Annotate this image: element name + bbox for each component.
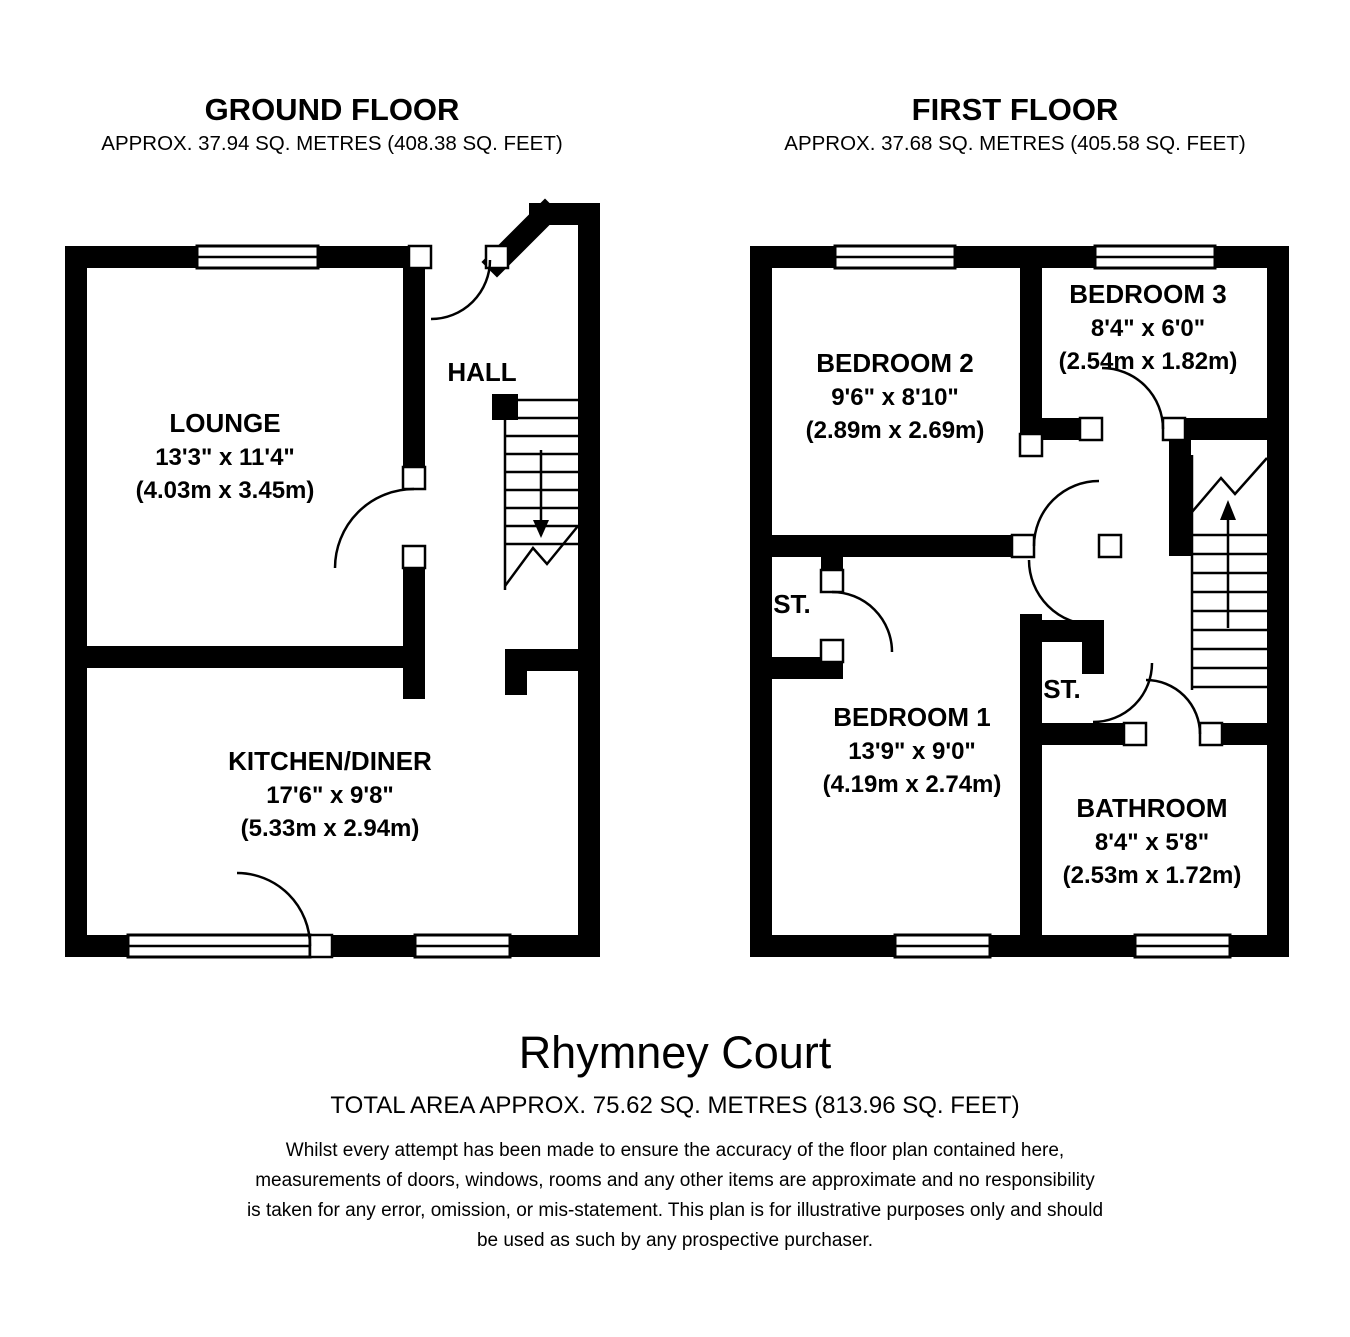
bedroom2-dim-metric: (2.89m x 2.69m) — [806, 417, 985, 444]
bedroom3-dim-imperial: 8'4" x 6'0" — [1091, 315, 1205, 342]
total-area-text: TOTAL AREA APPROX. 75.62 SQ. METRES (813… — [330, 1092, 1019, 1119]
stairs-up-arrow-icon — [1220, 500, 1236, 520]
bedroom1-door-arc — [1027, 559, 1095, 627]
first-floor-windows — [833, 244, 1232, 959]
ground-floor-stairs — [492, 394, 579, 590]
kitchen-door-arc — [236, 871, 312, 947]
lounge-door-jamb-top — [401, 465, 427, 491]
storage1-door-arc — [831, 590, 894, 653]
storage1-door-jamb-bottom — [819, 638, 845, 664]
bedroom1-dim-metric: (4.19m x 2.74m) — [823, 771, 1002, 798]
bathroom-dim-imperial: 8'4" x 5'8" — [1095, 829, 1209, 856]
bathroom-door-jamb-left — [1122, 721, 1148, 747]
stairs-break-line — [503, 525, 579, 587]
divider-wall-jamb — [1018, 432, 1044, 458]
bedroom3-label: BEDROOM 3 — [1069, 279, 1226, 309]
bathroom-door-jamb-right — [1198, 721, 1224, 747]
bathroom-dim-metric: (2.53m x 1.72m) — [1063, 862, 1242, 889]
stairs-treads — [1192, 533, 1267, 689]
bedroom1-door-jamb — [1097, 533, 1123, 559]
ground-floor-walls — [65, 198, 600, 957]
bedroom3-door-arc — [1101, 366, 1165, 430]
bedroom2-dim-imperial: 9'6" x 8'10" — [831, 384, 959, 411]
storage2-door-arc — [1092, 662, 1154, 724]
bedroom2-door-arc — [1032, 479, 1100, 547]
disclaimer-line-1: Whilst every attempt has been made to en… — [286, 1140, 1064, 1161]
first-floor-stairs — [1190, 455, 1268, 690]
lounge-dim-metric: (4.03m x 3.45m) — [136, 477, 315, 504]
first-floor-area: APPROX. 37.68 SQ. METRES (405.58 SQ. FEE… — [784, 132, 1245, 155]
bedroom1-dim-imperial: 13'9" x 9'0" — [848, 738, 976, 765]
bedroom3-door-jamb-left — [1078, 416, 1104, 442]
kitchen-door-jamb — [308, 933, 334, 959]
first-floor-door-jambs — [819, 416, 1224, 747]
footer: Rhymney Court TOTAL AREA APPROX. 75.62 S… — [247, 1027, 1103, 1251]
disclaimer-line-4: be used as such by any prospective purch… — [477, 1230, 873, 1251]
front-door-jamb-right — [484, 244, 510, 270]
storage1-label: ST. — [773, 589, 811, 619]
ground-floor-doors — [236, 259, 492, 947]
bedroom3-dim-metric: (2.54m x 1.82m) — [1059, 348, 1238, 375]
hall-label: HALL — [447, 357, 516, 387]
front-door-arc — [430, 259, 492, 321]
lounge-dim-imperial: 13'3" x 11'4" — [155, 444, 295, 471]
first-floor-plan: FIRST FLOOR APPROX. 37.68 SQ. METRES (40… — [750, 92, 1289, 959]
ground-floor-title: GROUND FLOOR — [205, 92, 460, 127]
first-floor-title: FIRST FLOOR — [912, 92, 1119, 127]
property-title: Rhymney Court — [519, 1027, 832, 1078]
first-floor-walls — [750, 246, 1289, 957]
bedroom2-door-jamb — [1010, 533, 1036, 559]
disclaimer-line-2: measurements of doors, windows, rooms an… — [255, 1170, 1095, 1191]
first-floor-doors — [831, 366, 1202, 735]
kitchen-dim-metric: (5.33m x 2.94m) — [241, 815, 420, 842]
bathroom-door-arc — [1145, 678, 1202, 735]
ground-floor-area: APPROX. 37.94 SQ. METRES (408.38 SQ. FEE… — [101, 132, 562, 155]
stairs-down-arrow-icon — [533, 520, 549, 538]
kitchen-label: KITCHEN/DINER — [228, 746, 432, 776]
ground-floor-windows — [126, 244, 512, 959]
stairs-break-line — [1191, 457, 1268, 513]
storage2-label: ST. — [1043, 674, 1081, 704]
storage1-door-jamb-top — [819, 568, 845, 594]
bedroom1-label: BEDROOM 1 — [833, 702, 990, 732]
lounge-label: LOUNGE — [169, 408, 280, 438]
ground-floor-plan: GROUND FLOOR APPROX. 37.94 SQ. METRES (4… — [65, 92, 600, 959]
lounge-door-jamb-bottom — [401, 544, 427, 570]
disclaimer-line-3: is taken for any error, omission, or mis… — [247, 1200, 1103, 1221]
kitchen-dim-imperial: 17'6" x 9'8" — [266, 782, 394, 809]
front-door-jamb-left — [407, 244, 433, 270]
bedroom2-label: BEDROOM 2 — [816, 348, 973, 378]
bedroom3-door-jamb-right — [1161, 416, 1187, 442]
lounge-door-arc — [333, 487, 415, 569]
bathroom-label: BATHROOM — [1076, 793, 1227, 823]
